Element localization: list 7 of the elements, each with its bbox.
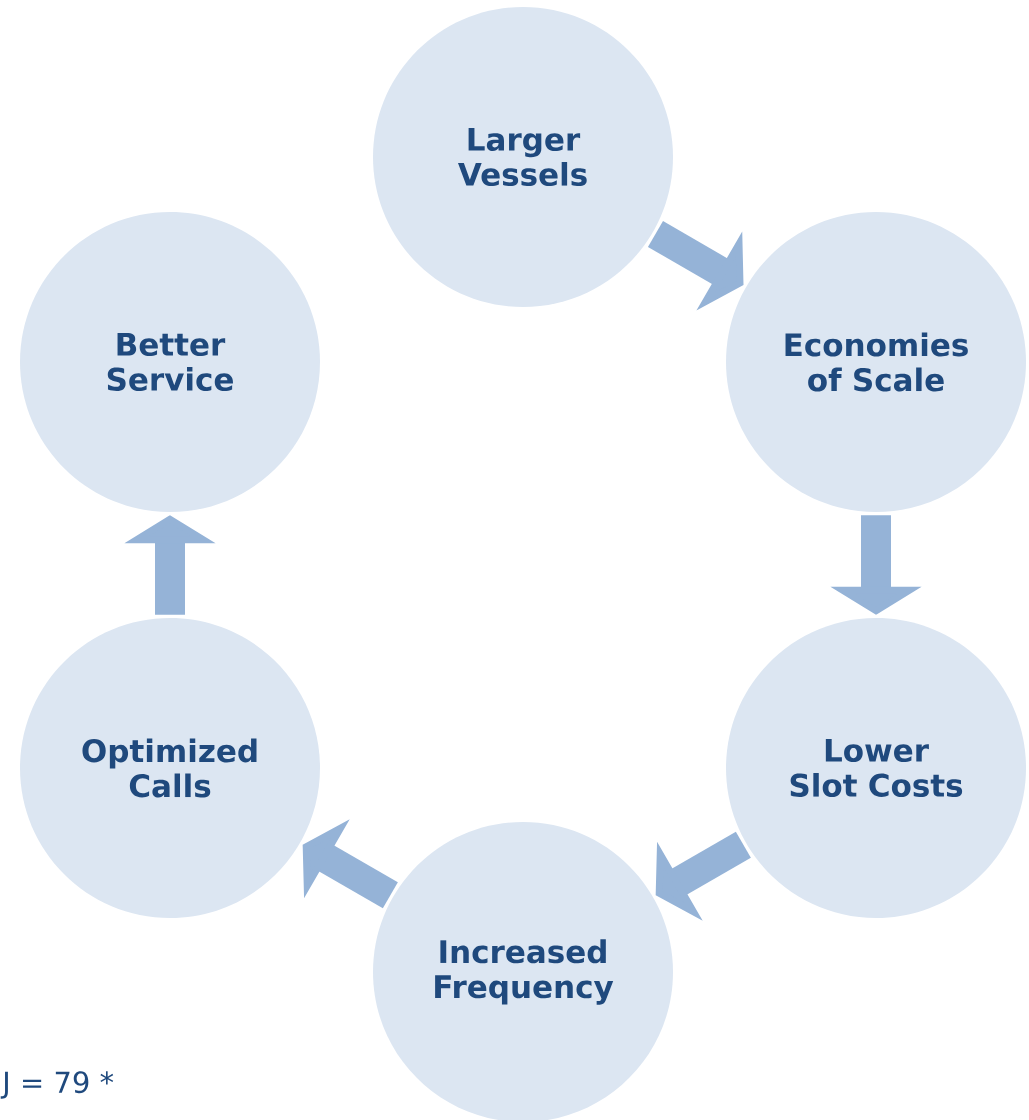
block-arrow — [655, 831, 751, 921]
circle-node: Larger Vessels — [373, 7, 673, 307]
note-text: J = 79 * — [0, 1071, 114, 1099]
circle-node: Lower Slot Costs — [726, 618, 1026, 918]
circle-node: Economies of Scale — [726, 212, 1026, 512]
circle-node: Better Service — [20, 212, 320, 512]
circle-node: Optimized Calls — [20, 618, 320, 918]
